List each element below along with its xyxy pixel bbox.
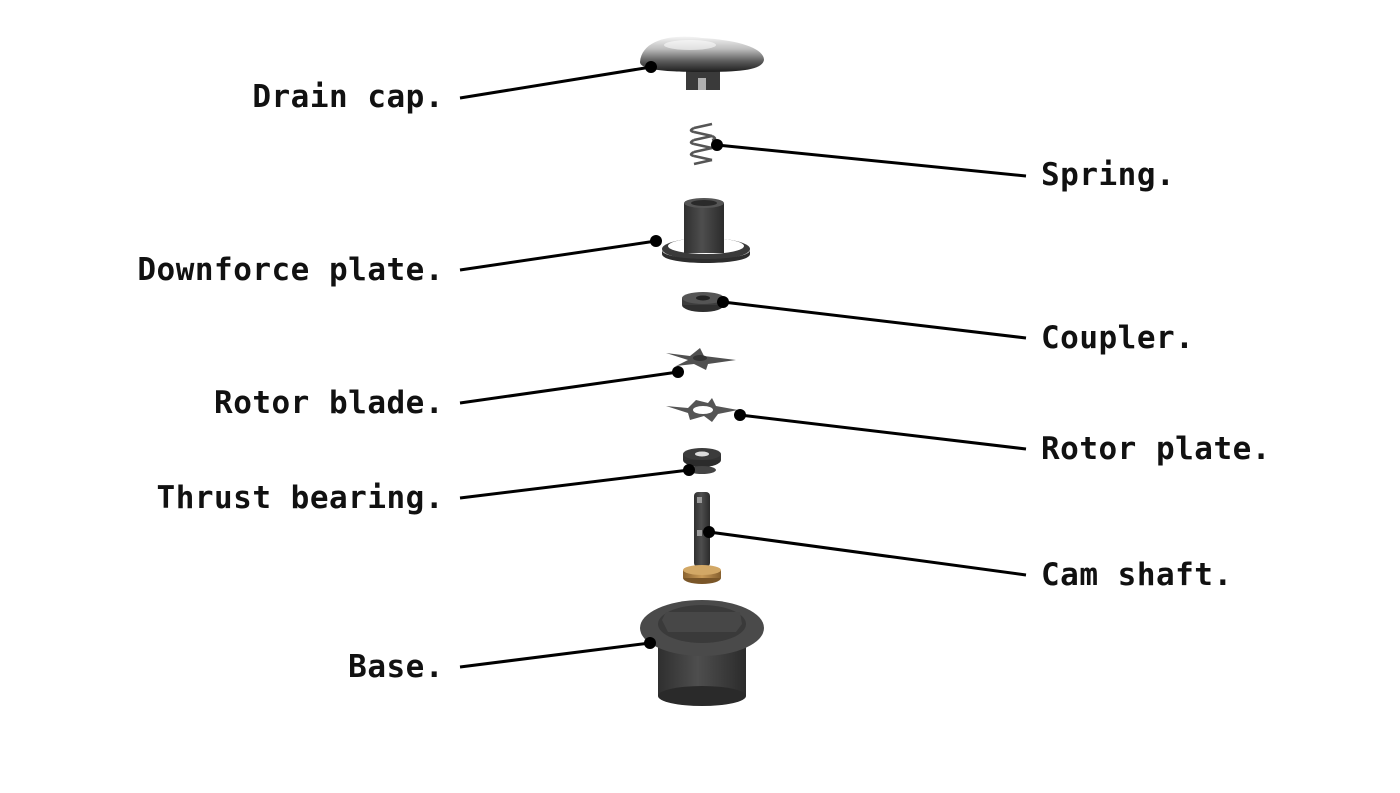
label-thrust-bearing: Thrust bearing. bbox=[156, 480, 444, 516]
leader-line-drain-cap bbox=[459, 65, 652, 100]
cam-shaft-part bbox=[683, 492, 721, 584]
leader-dot-coupler bbox=[717, 296, 729, 308]
leader-dot-rotor-plate bbox=[734, 409, 746, 421]
rotor-blade-part bbox=[666, 348, 736, 370]
leader-dot-rotor-blade bbox=[672, 366, 684, 378]
label-spring: Spring. bbox=[1041, 157, 1176, 193]
leader-line-cam-shaft bbox=[708, 530, 1027, 577]
downforce-plate-part bbox=[662, 198, 750, 263]
leader-line-coupler bbox=[722, 300, 1027, 340]
leader-dot-base bbox=[644, 637, 656, 649]
leader-dot-downforce-plate bbox=[650, 235, 662, 247]
leader-line-rotor-blade bbox=[459, 370, 679, 405]
leader-line-thrust-bearing bbox=[459, 468, 690, 500]
leader-line-downforce-plate bbox=[459, 239, 657, 272]
label-rotor-plate: Rotor plate. bbox=[1041, 431, 1271, 467]
leader-line-base bbox=[459, 641, 651, 669]
leader-line-spring bbox=[716, 143, 1027, 178]
drain-cap-part bbox=[640, 36, 764, 90]
leader-line-rotor-plate bbox=[739, 413, 1027, 451]
leader-lines bbox=[459, 61, 1027, 669]
leader-dot-cam-shaft bbox=[703, 526, 715, 538]
base-part bbox=[640, 600, 764, 706]
label-coupler: Coupler. bbox=[1041, 320, 1195, 356]
spring-part bbox=[689, 122, 717, 166]
leader-dot-thrust-bearing bbox=[683, 464, 695, 476]
label-cam-shaft: Cam shaft. bbox=[1041, 557, 1233, 593]
label-rotor-blade: Rotor blade. bbox=[214, 385, 444, 421]
label-base: Base. bbox=[348, 649, 444, 685]
leader-dot-drain-cap bbox=[645, 61, 657, 73]
label-drain-cap: Drain cap. bbox=[252, 79, 444, 115]
thrust-bearing-part bbox=[683, 448, 721, 474]
label-downforce-plate: Downforce plate. bbox=[137, 252, 444, 288]
leader-dot-spring bbox=[711, 139, 723, 151]
coupler-part bbox=[682, 292, 724, 312]
rotor-plate-part bbox=[666, 398, 738, 422]
